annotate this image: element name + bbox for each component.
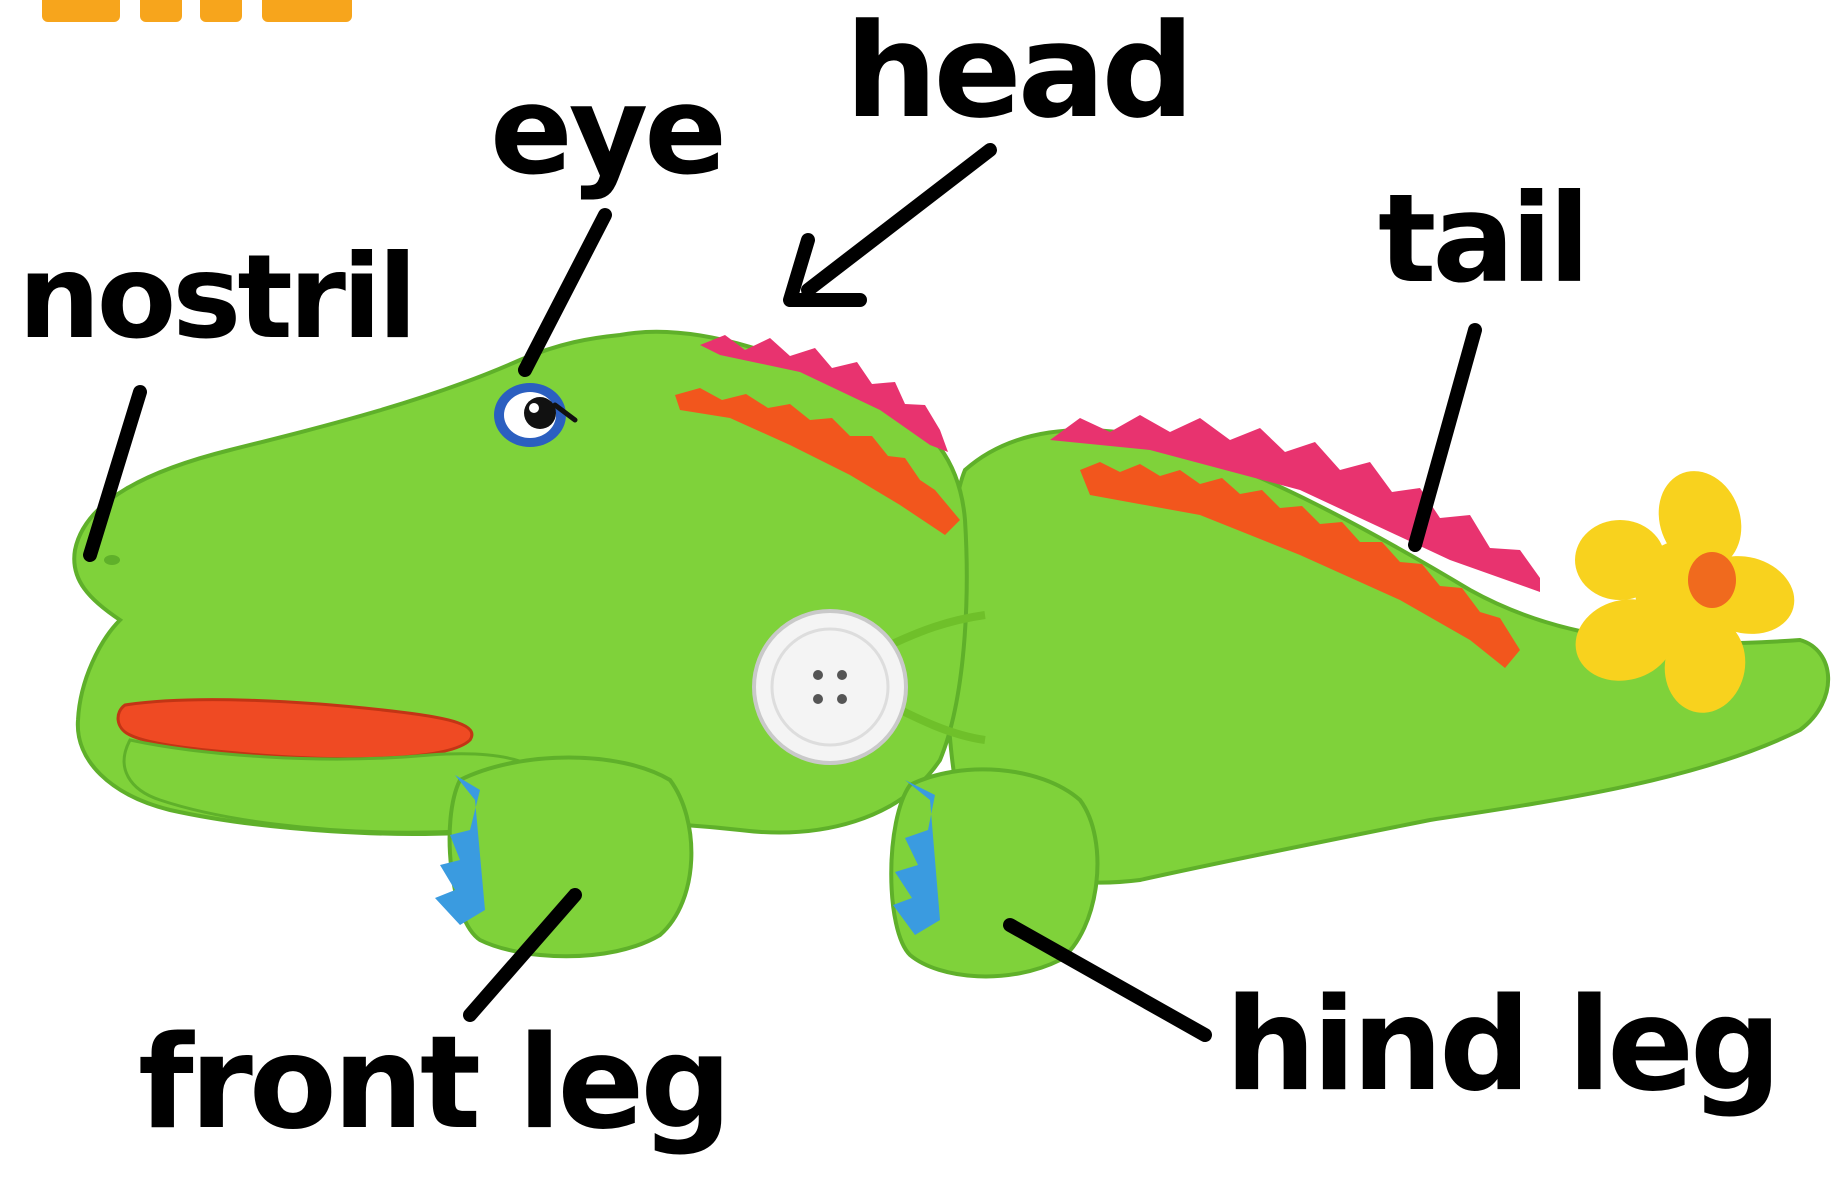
- front-leg: [450, 758, 692, 957]
- label-nostril: nostril: [18, 240, 414, 356]
- pointer-hind-leg: [1010, 925, 1205, 1035]
- nostril-dot: [104, 555, 120, 565]
- label-head: head: [845, 6, 1191, 136]
- button: [754, 611, 906, 763]
- pointer-tail: [1415, 330, 1475, 545]
- pointer-head: [808, 150, 990, 290]
- label-tail: tail: [1378, 178, 1586, 300]
- label-hind-leg: hind leg: [1225, 982, 1778, 1110]
- label-front-leg: front leg: [138, 1020, 728, 1148]
- label-eye: eye: [490, 70, 723, 192]
